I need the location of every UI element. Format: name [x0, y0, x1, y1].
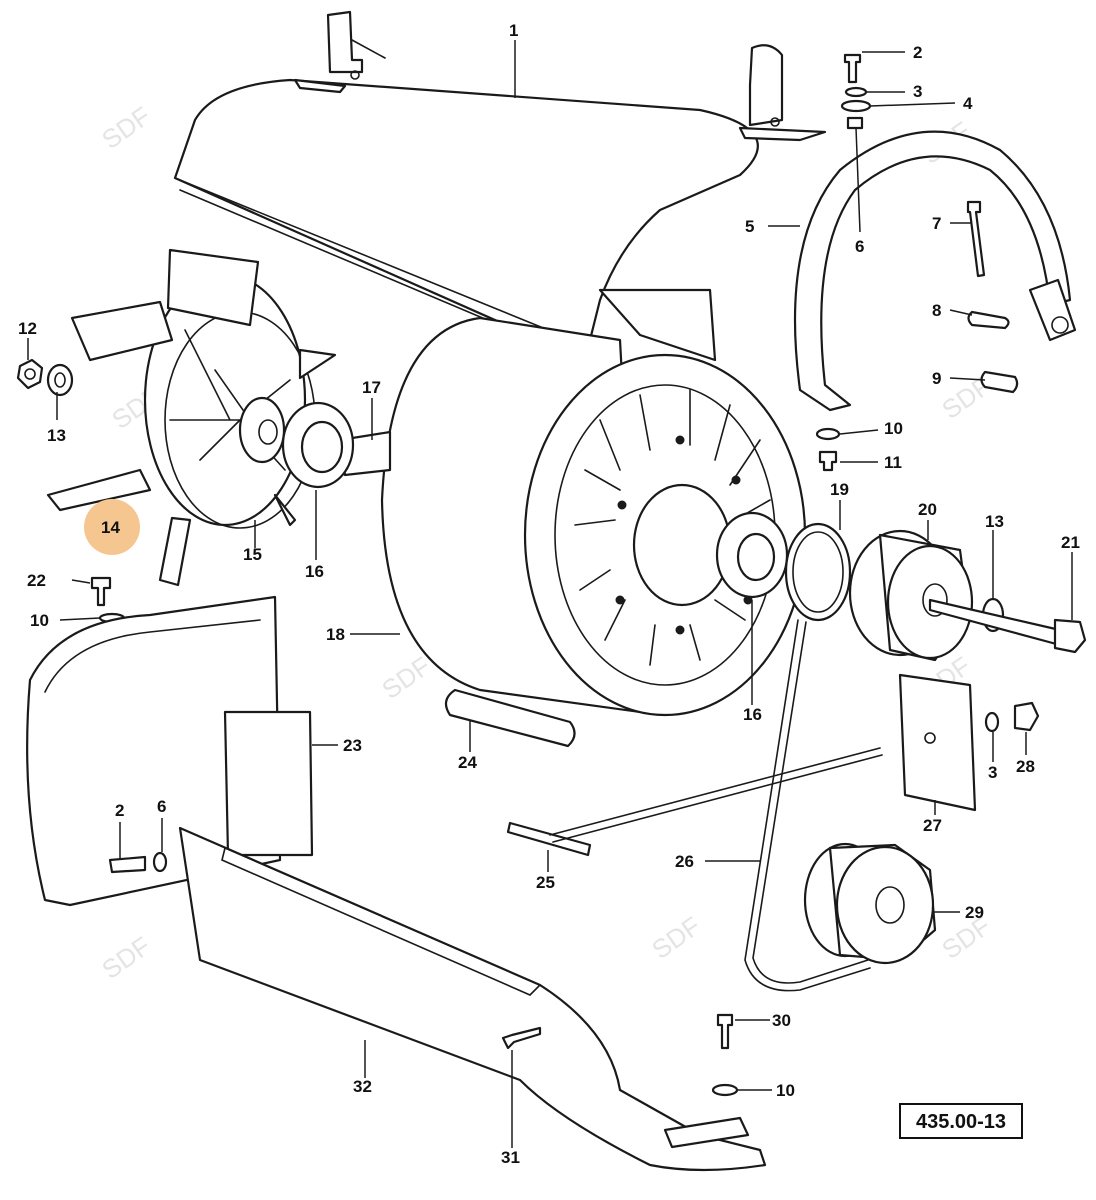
- callout-21: 21: [1061, 533, 1080, 552]
- part-pin-and-rod: [444, 688, 883, 857]
- callout-18: 18: [326, 625, 345, 644]
- callout-7: 7: [932, 214, 941, 233]
- part-belt-and-lower-pulley: [744, 619, 937, 992]
- callout-9: 9: [932, 369, 941, 388]
- watermark-text: SDF: [646, 911, 706, 965]
- reference-code: 435.00-13: [916, 1111, 1006, 1133]
- callout-6: 6: [855, 237, 864, 256]
- highlight-circle: [84, 499, 140, 555]
- callout-20: 20: [918, 500, 937, 519]
- callout-labels: 1 2 3 4 5 6 7 8 9 10 11 12 13 14 15 16 1…: [18, 21, 1080, 1167]
- callout-1: 1: [509, 21, 518, 40]
- part-hub-and-bearings: [238, 396, 789, 599]
- callout-14: 14: [101, 518, 120, 537]
- part-bottom-guard: [178, 826, 767, 1172]
- callout-2: 2: [913, 43, 922, 62]
- callout-25: 25: [536, 873, 555, 892]
- part-main-drum: [338, 316, 807, 717]
- callout-17: 17: [362, 378, 381, 397]
- part-bolt-left: [90, 576, 126, 624]
- callout-15: 15: [243, 545, 262, 564]
- callout-26: 26: [675, 852, 694, 871]
- part-pulley-assembly: [784, 522, 1087, 662]
- callout-5: 5: [745, 217, 754, 236]
- callout-30: 30: [772, 1011, 791, 1030]
- callout-19: 19: [830, 480, 849, 499]
- callout-23: 23: [343, 736, 362, 755]
- callout-11: 11: [884, 453, 902, 472]
- callout-24: 24: [458, 753, 477, 772]
- callout-16: 16: [743, 705, 762, 724]
- callout-22: 22: [27, 571, 46, 590]
- watermark-text: SDF: [96, 931, 156, 985]
- part-top-cover: [173, 10, 827, 362]
- callout-10: 10: [884, 419, 903, 438]
- callout-10: 10: [776, 1081, 795, 1100]
- callout-13: 13: [47, 426, 66, 445]
- callout-4: 4: [963, 94, 973, 113]
- part-small-hardware-right: [815, 53, 1019, 472]
- leader-lines: [27, 40, 1073, 1148]
- callout-27: 27: [923, 816, 942, 835]
- callout-10: 10: [30, 611, 49, 630]
- watermark-text: SDF: [376, 651, 436, 705]
- callout-31: 31: [501, 1148, 520, 1167]
- callout-28: 28: [1016, 757, 1035, 776]
- callout-13: 13: [985, 512, 1004, 531]
- callout-3: 3: [913, 82, 922, 101]
- callout-3: 3: [988, 763, 997, 782]
- callout-2: 2: [115, 801, 124, 820]
- watermark-text: SDF: [96, 101, 156, 155]
- part-plate-and-nut: [898, 673, 1040, 812]
- part-small-hardware-left: [16, 358, 74, 397]
- callout-16: 16: [305, 562, 324, 581]
- callout-12: 12: [18, 319, 37, 338]
- part-strap: [793, 130, 1077, 412]
- reference-code-box: 435.00-13: [899, 1103, 1023, 1139]
- callout-6: 6: [157, 797, 166, 816]
- callout-8: 8: [932, 301, 941, 320]
- callout-32: 32: [353, 1077, 372, 1096]
- part-side-guard: [26, 595, 314, 907]
- callout-29: 29: [965, 903, 984, 922]
